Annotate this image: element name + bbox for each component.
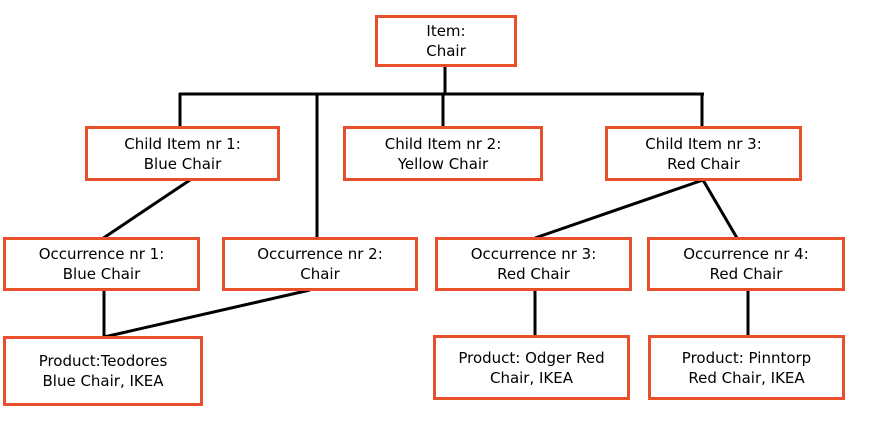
node-item: Item: Chair — [375, 15, 517, 67]
node-label-line2: Red Chair — [497, 265, 570, 283]
node-label-line1: Item: — [426, 22, 466, 40]
node-label-line2: Chair — [300, 265, 340, 283]
node-label-line1: Child Item nr 3: — [645, 134, 762, 153]
node-label-line1: Occurrence nr 1: — [38, 245, 165, 263]
node-label-line2: Blue Chair — [62, 265, 141, 283]
node-occurrence-2: Occurrence nr 2: Chair — [222, 237, 418, 291]
node-child-item-3: Child Item nr 3: Red Chair — [605, 126, 802, 181]
node-label-line1: Child Item nr 1: — [124, 134, 241, 153]
node-label-line1: Occurrence nr 4: — [683, 245, 809, 263]
node-label-line2: Chair — [426, 42, 466, 60]
node-label-line1: Child Item nr 2: — [384, 134, 502, 153]
node-occurrence-1: Occurrence nr 1: Blue Chair — [3, 237, 200, 291]
node-product-pinntorp: Product: Pinntorp Red Chair, IKEA — [648, 335, 845, 400]
node-label-line1: Occurrence nr 3: — [470, 245, 597, 263]
node-label-line2: Chair, IKEA — [489, 368, 574, 387]
node-label-line1: Product: Pinntorp — [681, 348, 812, 367]
node-label-line1: Product: Odger Red — [458, 348, 605, 367]
node-label-line2: Red Chair, IKEA — [688, 368, 805, 387]
node-label-line2: Red Chair — [667, 154, 740, 173]
node-product-odger: Product: Odger Red Chair, IKEA — [433, 335, 630, 400]
node-label-line2: Red Chair — [709, 265, 783, 283]
node-child-item-2: Child Item nr 2: Yellow Chair — [343, 126, 543, 181]
node-label-line2: Blue Chair, IKEA — [42, 372, 164, 390]
node-occurrence-4: Occurrence nr 4: Red Chair — [647, 237, 845, 291]
node-label-line2: Blue Chair — [143, 154, 222, 173]
node-product-teodores: Product:Teodores Blue Chair, IKEA — [3, 336, 203, 406]
node-occurrence-3: Occurrence nr 3: Red Chair — [435, 237, 632, 291]
node-child-item-1: Child Item nr 1: Blue Chair — [85, 126, 280, 181]
node-label-line1: Occurrence nr 2: — [257, 245, 383, 263]
node-label-line2: Yellow Chair — [397, 154, 489, 173]
node-label-line1: Product:Teodores — [38, 352, 168, 370]
